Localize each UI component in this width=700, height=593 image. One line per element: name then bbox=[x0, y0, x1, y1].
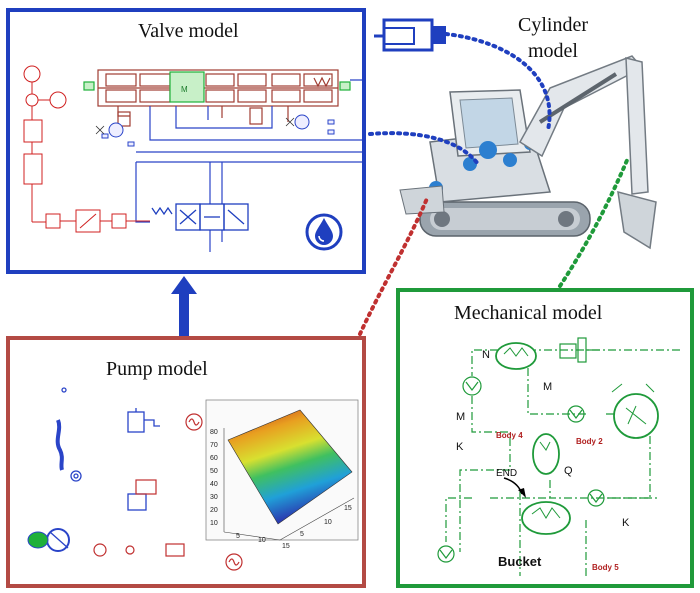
svg-text:80: 80 bbox=[210, 429, 218, 436]
svg-text:30: 30 bbox=[210, 494, 218, 501]
surface-mesh bbox=[227, 409, 353, 525]
svg-text:20: 20 bbox=[210, 507, 218, 514]
label-n: N bbox=[482, 349, 490, 361]
svg-text:15: 15 bbox=[344, 505, 352, 512]
surface-y-ticks: 5 10 15 bbox=[300, 505, 352, 538]
mechanical-schematic: N M M K Q K END Bucket Body 4 Body 2 Bod… bbox=[437, 337, 682, 576]
svg-text:10: 10 bbox=[324, 519, 332, 526]
surface-z-ticks: 80 70 60 50 40 30 20 10 bbox=[210, 429, 218, 527]
pump-model-title: Pump model bbox=[106, 358, 208, 380]
cylinder-model-title-line1: Cylinder bbox=[518, 14, 588, 36]
label-m2: M bbox=[456, 411, 465, 423]
label-body-2: Body 2 bbox=[576, 437, 603, 446]
pump-schematic: 80 70 60 50 40 30 20 10 5 10 15 5 10 15 bbox=[27, 387, 359, 571]
up-arrow-icon bbox=[171, 276, 197, 336]
excavator-image bbox=[399, 55, 657, 250]
label-q: Q bbox=[564, 465, 573, 477]
mech-joints bbox=[437, 337, 605, 563]
valve-model-panel: Valve model M bbox=[6, 8, 366, 274]
label-body-4: Body 4 bbox=[496, 431, 523, 440]
svg-text:15: 15 bbox=[282, 543, 290, 550]
valve-signal-chain bbox=[23, 65, 150, 233]
mechanical-model-title: Mechanical model bbox=[454, 302, 603, 324]
pump-surface-plot: 80 70 60 50 40 30 20 10 5 10 15 5 10 15 bbox=[205, 399, 359, 550]
svg-text:40: 40 bbox=[210, 481, 218, 488]
water-drop-icon bbox=[305, 213, 343, 251]
label-k1: K bbox=[456, 441, 464, 453]
cylinder-icon bbox=[374, 18, 446, 52]
svg-text:10: 10 bbox=[258, 537, 266, 544]
svg-text:M: M bbox=[181, 85, 188, 94]
svg-text:5: 5 bbox=[236, 533, 240, 540]
surface-x-ticks: 5 10 15 bbox=[236, 533, 290, 550]
label-m1: M bbox=[543, 381, 552, 393]
mechanical-model-panel: Mechanical model bbox=[396, 288, 694, 588]
label-k2: K bbox=[622, 517, 630, 529]
svg-text:60: 60 bbox=[210, 455, 218, 462]
svg-text:70: 70 bbox=[210, 442, 218, 449]
directional-valve bbox=[151, 203, 249, 231]
svg-text:5: 5 bbox=[300, 531, 304, 538]
svg-text:50: 50 bbox=[210, 468, 218, 475]
label-end: END bbox=[496, 468, 517, 479]
excavator-body bbox=[399, 89, 552, 215]
svg-text:10: 10 bbox=[210, 520, 218, 527]
excavator-tracks bbox=[419, 201, 591, 237]
body-4 bbox=[532, 433, 560, 475]
label-bucket: Bucket bbox=[498, 554, 542, 569]
pump-model-panel: Pump model bbox=[6, 336, 366, 588]
valve-flow-sensors bbox=[101, 114, 335, 147]
label-body-5: Body 5 bbox=[592, 563, 619, 572]
valve-model-title: Valve model bbox=[138, 20, 239, 42]
valve-schematic: M bbox=[23, 65, 362, 252]
valve-green-spool bbox=[83, 71, 351, 103]
valve-hydraulic-lines bbox=[135, 79, 362, 252]
